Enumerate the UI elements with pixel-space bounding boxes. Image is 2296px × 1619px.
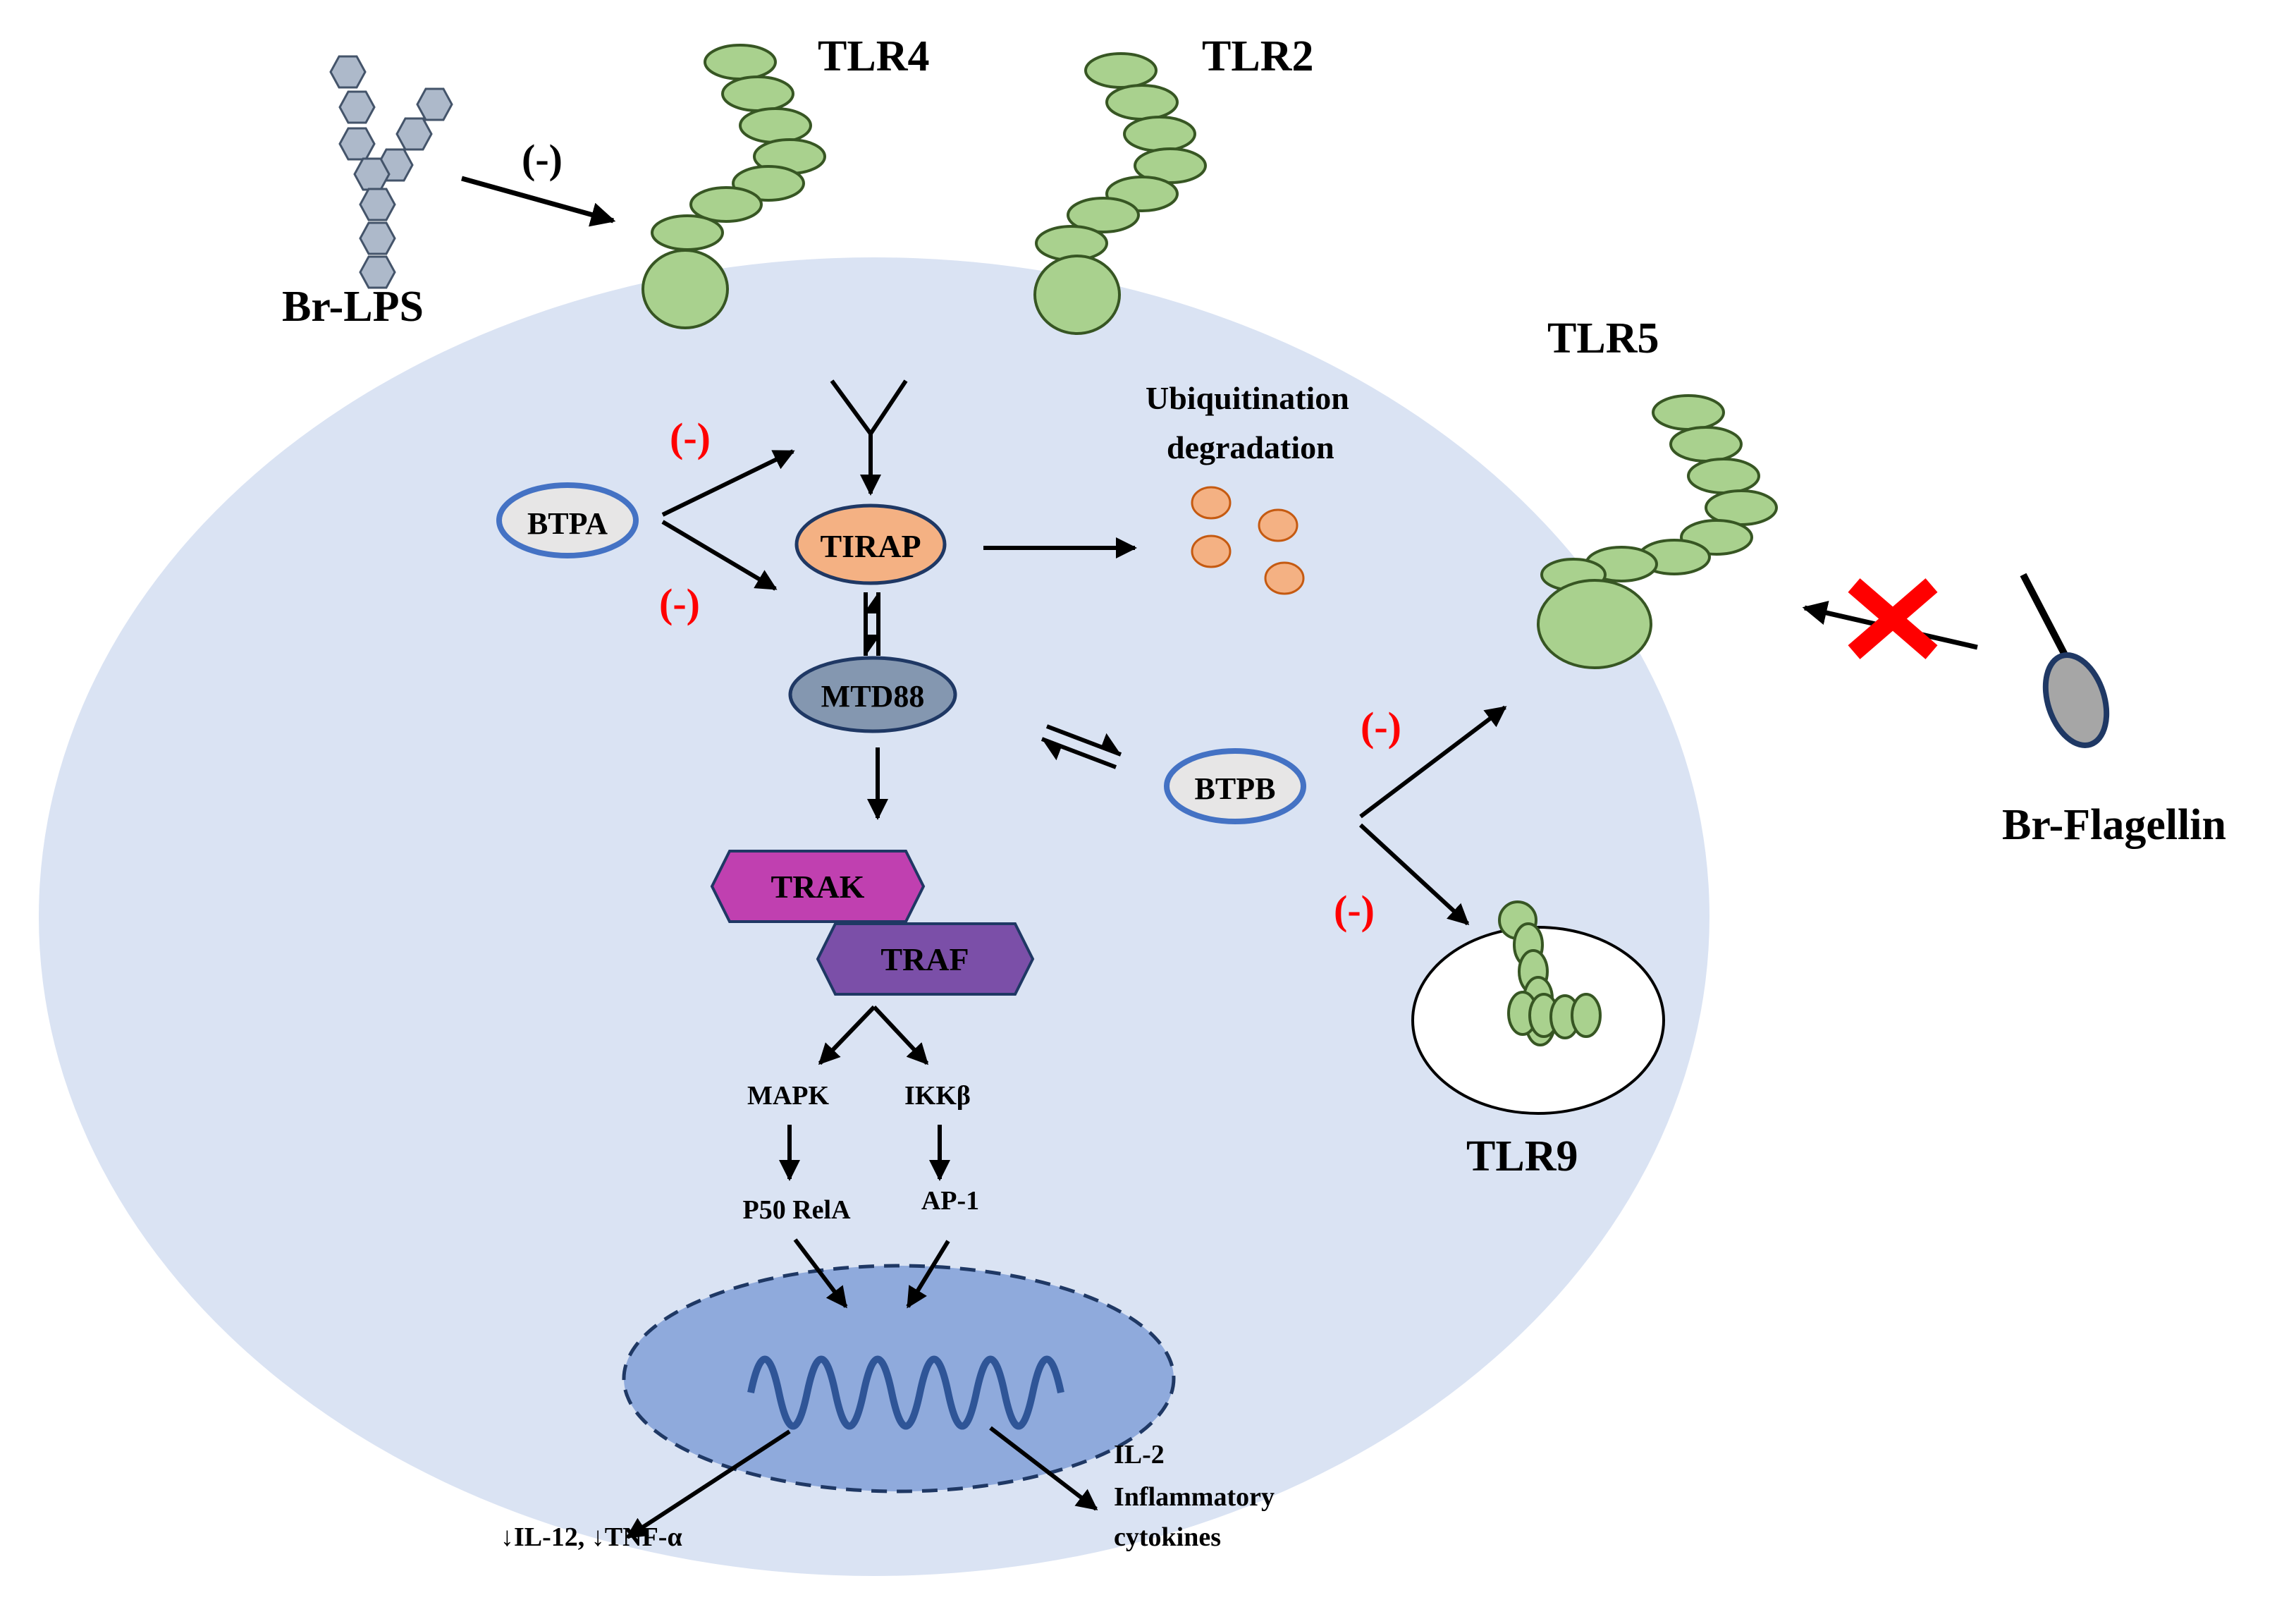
- mtd88-label: MTD88: [821, 679, 925, 714]
- btpa-to-adaptor-arrow: [661, 449, 795, 517]
- nucleus: [622, 1264, 1176, 1493]
- traf-to-ikkb-arrow: [872, 1005, 929, 1065]
- btpa-inhibit-sign-bottom: (-): [659, 580, 700, 626]
- p50-rela-label: P50 RelA: [742, 1195, 851, 1225]
- il12-tnf-decrease-label: ↓IL-12, ↓TNF-α: [501, 1522, 682, 1552]
- btpb-label: BTPB: [1195, 771, 1276, 806]
- tlr2-label: TLR2: [1202, 32, 1313, 80]
- btpa-node: [496, 482, 639, 558]
- mapk-label: MAPK: [747, 1081, 830, 1111]
- btpb-node: [1164, 748, 1306, 824]
- tlr4-label: TLR4: [818, 32, 929, 80]
- inflammatory-label: Inflammatory: [1114, 1482, 1275, 1512]
- tlr5-label: TLR5: [1547, 314, 1659, 362]
- btpb-inhibit-sign-bottom: (-): [1334, 887, 1375, 933]
- btpb-to-tlr5-arrow: [1359, 705, 1507, 819]
- p50-to-nucleus-arrow: [793, 1238, 848, 1309]
- ikkb-label: IKKβ: [904, 1081, 971, 1111]
- lps-molecule-icon: [329, 55, 453, 289]
- br-lps-label: Br-LPS: [282, 283, 424, 331]
- flagellin-tail: [2020, 573, 2073, 665]
- blocked-x-icon: [1848, 578, 1938, 659]
- btpb-inhibit-sign-top: (-): [1361, 704, 1401, 750]
- btpa-to-tirap-arrow: [661, 520, 778, 591]
- il2-label: IL-2: [1114, 1440, 1165, 1470]
- trak-node[interactable]: [710, 850, 926, 923]
- tlr5-receptor-icon: [1537, 394, 1778, 669]
- mtd88-btpb-equilibrium-left: [1040, 737, 1117, 769]
- dna-wave: [747, 1355, 1064, 1430]
- tirap-node[interactable]: [794, 503, 947, 585]
- tlr2-receptor-icon: [1033, 52, 1207, 335]
- mtd88-btpb-equilibrium-right: [1045, 724, 1122, 757]
- tlr9-label: TLR9: [1466, 1132, 1578, 1180]
- tlr4-receptor-icon: [641, 44, 826, 329]
- btpa-inhibit-sign-top: (-): [670, 415, 711, 460]
- degradation-label: degradation: [1167, 429, 1334, 465]
- br-flagellin-label: Br-Flagellin: [2002, 801, 2226, 849]
- ubiquitination-label: Ubiquitination: [1146, 380, 1349, 416]
- ap1-label: AP-1: [921, 1186, 979, 1216]
- tlr9-receptor-icon: [1498, 900, 1602, 1046]
- flagellin-head-icon: [2042, 652, 2110, 748]
- traf-label: TRAF: [880, 941, 969, 977]
- mtd88-node[interactable]: [788, 656, 957, 733]
- ap1-to-nucleus-arrow: [906, 1240, 950, 1309]
- nucleus-to-il2-arrow: [989, 1426, 1098, 1511]
- lps-inhibit-sign: (-): [522, 136, 563, 182]
- traf-node[interactable]: [816, 922, 1035, 996]
- nucleus-to-decrease-arrow: [625, 1429, 791, 1539]
- trak-label: TRAK: [771, 869, 865, 905]
- lps-to-tlr4-arrow: [461, 176, 616, 227]
- cytokines-label: cytokines: [1114, 1522, 1221, 1552]
- btpb-to-tlr9-arrow: [1358, 823, 1470, 926]
- traf-to-mapk-arrow: [818, 1005, 876, 1065]
- tirap-label: TIRAP: [820, 528, 921, 564]
- btpa-label: BTPA: [527, 506, 608, 541]
- degradation-fragments-icon: [1191, 486, 1305, 595]
